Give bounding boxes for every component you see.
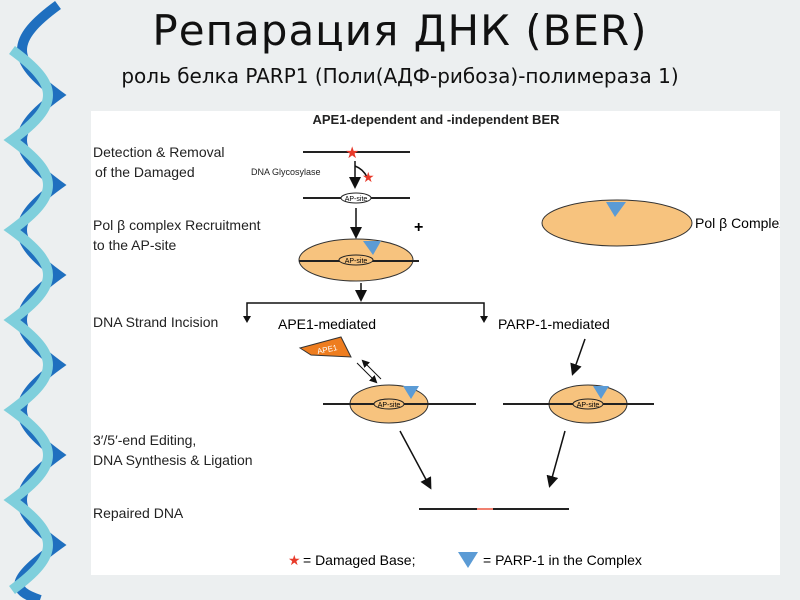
step-incision: DNA Strand Incision	[93, 314, 218, 330]
ap-site-label: AP-site	[577, 402, 600, 409]
ape1-label: APE1	[316, 343, 338, 356]
complex-ape1-branch: AP-site	[323, 384, 476, 424]
step-recruitment-2: to the AP-site	[93, 237, 176, 253]
slide-title: Репарация ДНК (BER)	[152, 6, 648, 55]
step-recruitment-1: Pol β complex Recruitment	[93, 217, 261, 233]
damaged-base-star-icon: ★	[345, 145, 359, 162]
pol-complex-label: Pol β Complex	[695, 215, 780, 231]
ape1-enzyme	[298, 336, 352, 358]
pol-beta-complex	[541, 199, 693, 247]
parp1-triangle-icon	[363, 241, 381, 255]
parp1-triangle-icon	[606, 202, 626, 217]
ap-site-label: AP-site	[345, 258, 368, 265]
ape1-mediated-label: APE1-mediated	[278, 316, 376, 332]
excised-base-star-icon: ★	[362, 169, 375, 185]
ber-diagram: APE1-dependent and -independent BER Dete…	[93, 112, 786, 568]
slide-subtitle: роль белка PARP1 (Поли(АДФ-рибоза)-полим…	[121, 64, 679, 88]
ap-site-label: AP-site	[378, 402, 401, 409]
ap-site-label: AP-site	[345, 196, 368, 203]
step-editing-1: 3′/5′-end Editing,	[93, 432, 196, 448]
legend-damaged: = Damaged Base;	[303, 552, 415, 568]
parp1-mediated-label: PARP-1-mediated	[498, 316, 610, 332]
step-detection-1: Detection & Removal	[93, 144, 225, 160]
complex-parp1-branch: AP-site	[503, 384, 654, 424]
glycosylase-label: DNA Glycosylase	[251, 167, 321, 177]
step-editing-2: DNA Synthesis & Ligation	[93, 452, 253, 468]
ber-diagram-panel: APE1-dependent and -independent BER Dete…	[91, 111, 786, 575]
dna-helix-decoration	[3, 0, 67, 600]
step-detection-2: of the Damaged	[95, 164, 195, 180]
diagram-heading: APE1-dependent and -independent BER	[312, 112, 560, 127]
legend-star-icon: ★	[288, 552, 301, 568]
legend-parp: = PARP-1 in the Complex	[483, 552, 642, 568]
plus-sign: +	[414, 219, 423, 236]
step-repaired: Repaired DNA	[93, 505, 184, 521]
legend-triangle-icon	[458, 552, 478, 568]
